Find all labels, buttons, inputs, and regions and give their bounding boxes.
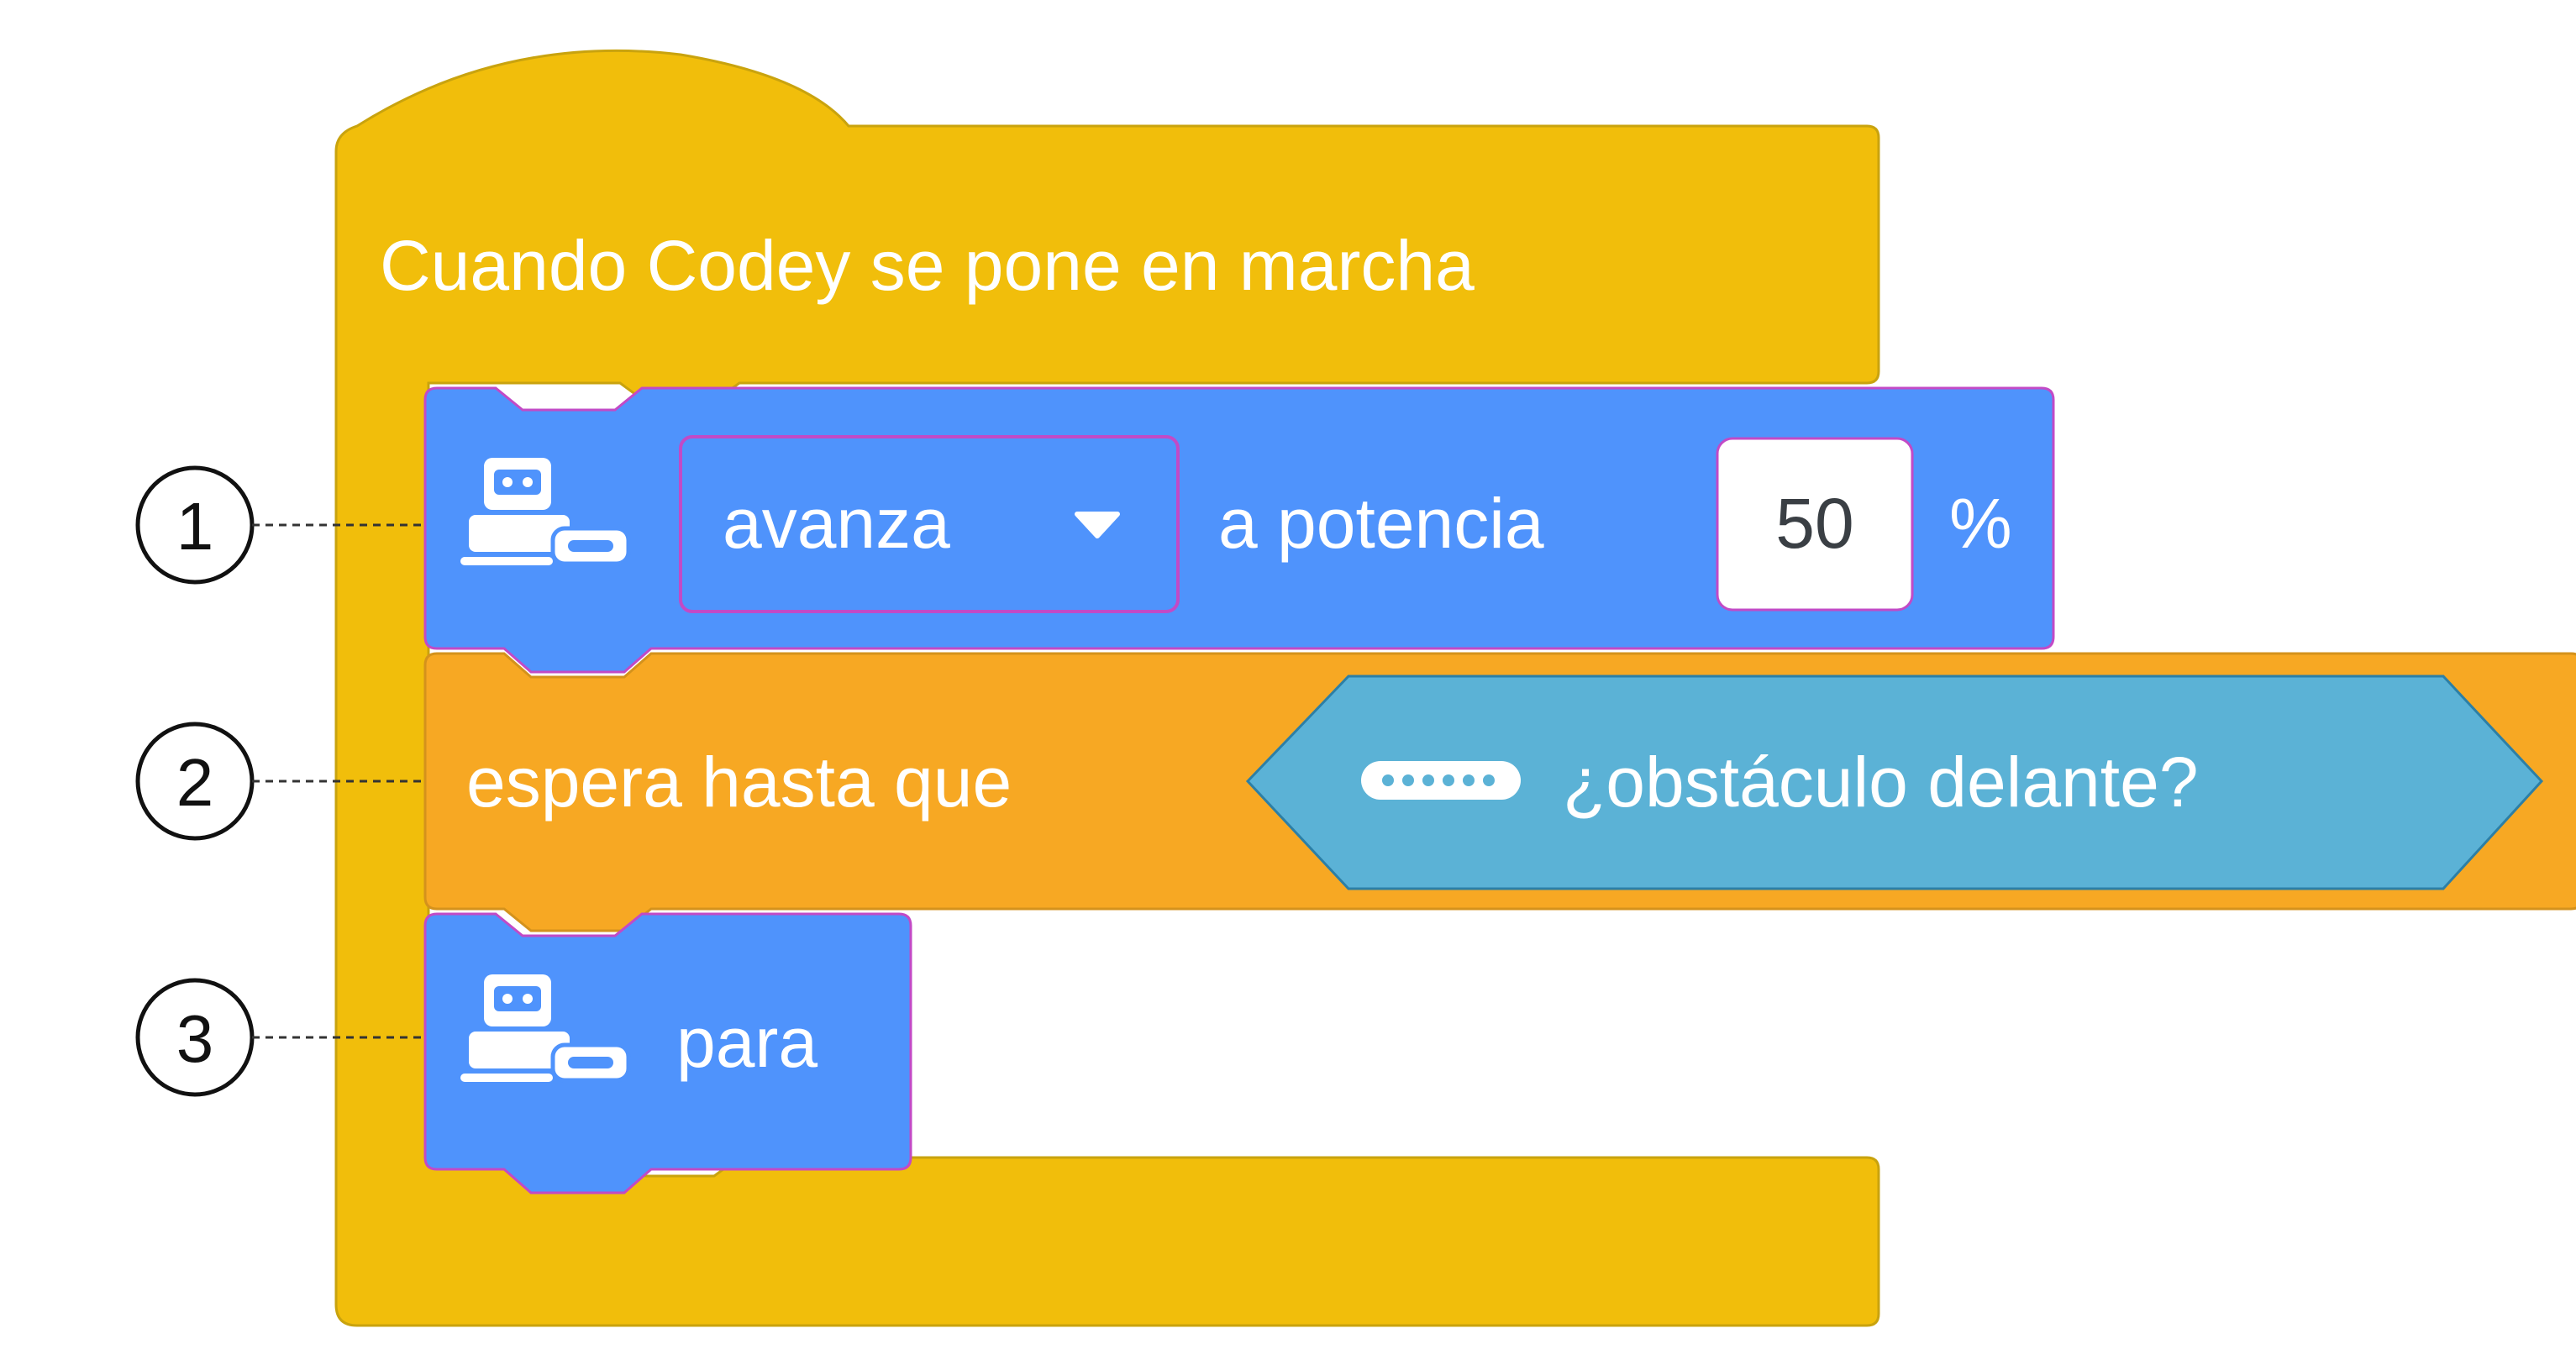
stop-block[interactable]: para [423,912,912,1194]
direction-dropdown[interactable]: avanza [679,435,1180,613]
wait-label: espera hasta que [466,743,1012,822]
power-value: 50 [1775,484,1853,563]
event-block-shape [334,49,1880,1327]
callout-3: 3 [135,978,424,1097]
percent-unit: % [1949,484,2012,563]
callout-number: 1 [176,489,214,564]
ultrasonic-sensor-icon [1361,761,1521,800]
obstacle-condition[interactable]: ¿obstáculo delante? [1245,675,2544,890]
codey-robot-icon [460,974,631,1083]
event-block-label: Cuando Codey se pone en marcha [380,226,1475,305]
condition-shape [1245,675,2544,890]
callout-1: 1 [135,465,424,585]
stop-label: para [676,1003,817,1082]
condition-label: ¿obstáculo delante? [1563,743,2199,822]
callout-number: 3 [176,1001,214,1076]
move-block-shape [423,386,2055,674]
power-input[interactable]: 50 [1716,437,1914,612]
callout-number: 2 [176,745,214,820]
callout-2: 2 [135,722,424,841]
triangle-down-icon [1075,512,1120,538]
power-label: a potencia [1218,484,1544,563]
direction-value: avanza [723,484,950,563]
event-hat-block[interactable]: Cuando Codey se pone en marcha [334,49,1880,1327]
move-block[interactable]: avanza a potencia 50 % [423,386,2055,674]
wait-until-block[interactable]: espera hasta que ¿obstáculo delante? [423,652,2576,932]
codey-robot-icon [460,458,631,566]
